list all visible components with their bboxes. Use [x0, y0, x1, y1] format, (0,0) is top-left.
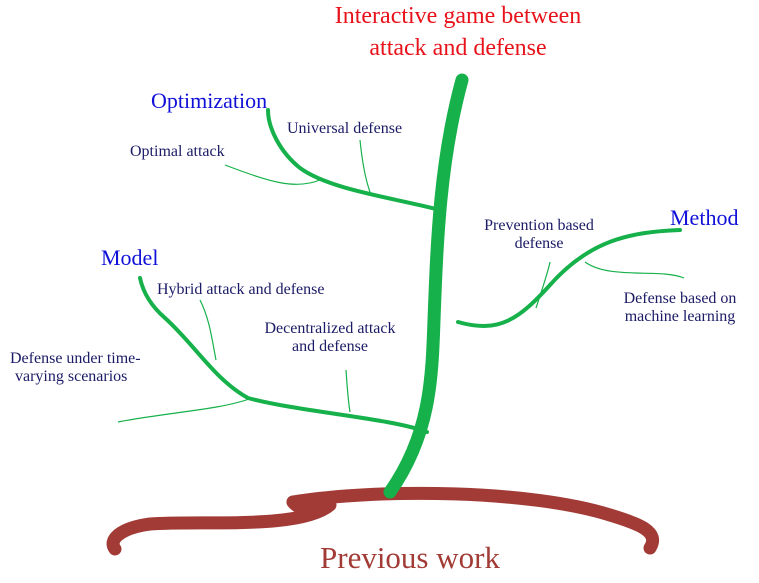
leaf-universal-defense: Universal defense [287, 120, 403, 137]
twig-decentralized [345, 369, 351, 413]
twig-ml [584, 261, 685, 279]
root-label: Previous work [320, 540, 500, 575]
leaf-prevention-line-2: defense [514, 235, 564, 253]
category-model: Model [101, 245, 159, 270]
leaf-hybrid-attack-defense: Hybrid attack and defense [157, 281, 325, 298]
leaf-prevention-line-1: Prevention based [484, 217, 594, 234]
root-hook [106, 495, 337, 556]
leaf-ml-line-2: machine learning [624, 308, 736, 326]
category-method: Method [670, 205, 739, 230]
category-optimization: Optimization [151, 88, 268, 113]
diagram-title: Interactive game between attack and defe… [318, 3, 598, 62]
root-stroke [286, 486, 659, 555]
branch-model [138, 276, 429, 434]
leaf-decentralized-attack-defense: Decentralized attack and defense [250, 320, 410, 357]
twig-optimal-attack [224, 164, 321, 185]
leaf-time-varying-line-1: Defense under time- [10, 350, 141, 367]
leaf-ml-line-1: Defense based on [623, 290, 737, 307]
twig-hybrid [199, 299, 217, 361]
title-line-1: Interactive game between [334, 3, 582, 29]
title-line-2: attack and defense [369, 34, 547, 61]
leaf-optimal-attack: Optimal attack [130, 143, 225, 160]
leaf-decentralized-line-1: Decentralized attack [264, 320, 396, 337]
twig-universal-defense [359, 139, 371, 193]
leaf-ml-defense: Defense based on machine learning [603, 290, 757, 327]
leaf-time-varying-defense: Defense under time- varying scenarios [10, 350, 141, 387]
branch-optimization [266, 108, 442, 212]
twig-prevention [535, 261, 551, 309]
leaf-decentralized-line-2: and defense [292, 338, 368, 356]
leaf-prevention-based-defense: Prevention based defense [464, 217, 614, 254]
twig-time-varying [117, 397, 253, 423]
leaf-time-varying-line-2: varying scenarios [15, 368, 128, 386]
trunk [383, 73, 469, 499]
branch-method [456, 228, 682, 328]
